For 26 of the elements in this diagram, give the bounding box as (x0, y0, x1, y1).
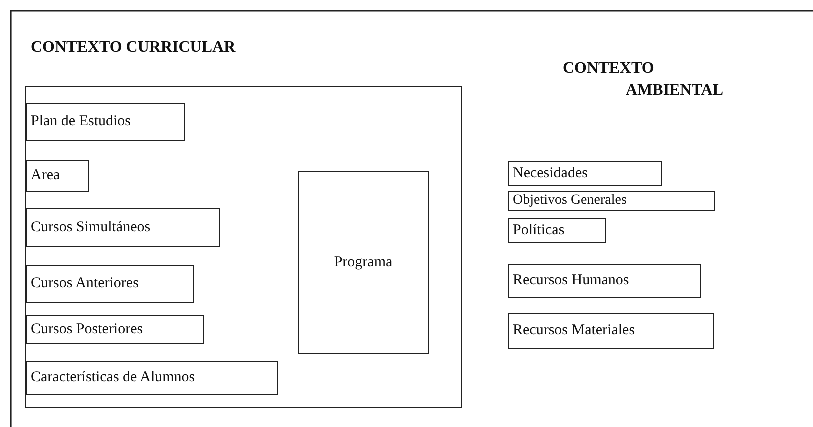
program-box (298, 171, 429, 354)
item-box (508, 313, 714, 349)
item-box (26, 160, 89, 192)
box-label: Políticas (513, 223, 565, 238)
item-box (508, 218, 606, 243)
box-label: Plan de Estudios (31, 114, 131, 130)
box-label: Características de Alumnos (31, 370, 196, 386)
box-label: Recursos Materiales (513, 324, 636, 338)
section-heading: CONTEXTO AMBIENTAL (563, 59, 724, 101)
box-label: Necesidades (513, 166, 588, 181)
box-label: Cursos Anteriores (31, 276, 139, 292)
item-box (508, 191, 715, 211)
item-box (26, 208, 220, 247)
item-box (26, 361, 278, 395)
box-label: Cursos Posteriores (31, 322, 144, 337)
box-label: Programa (333, 255, 394, 270)
box-label: Area (31, 168, 60, 184)
section-heading: CONTEXTO CURRICULAR (31, 39, 236, 57)
box-label: Cursos Simultáneos (31, 220, 151, 235)
item-box (26, 265, 194, 303)
item-box (508, 264, 701, 298)
item-box (26, 315, 204, 344)
box-label: Objetivos Generales (513, 194, 627, 208)
item-box (26, 103, 185, 141)
item-box (508, 161, 662, 186)
box-label: Recursos Humanos (513, 274, 630, 288)
